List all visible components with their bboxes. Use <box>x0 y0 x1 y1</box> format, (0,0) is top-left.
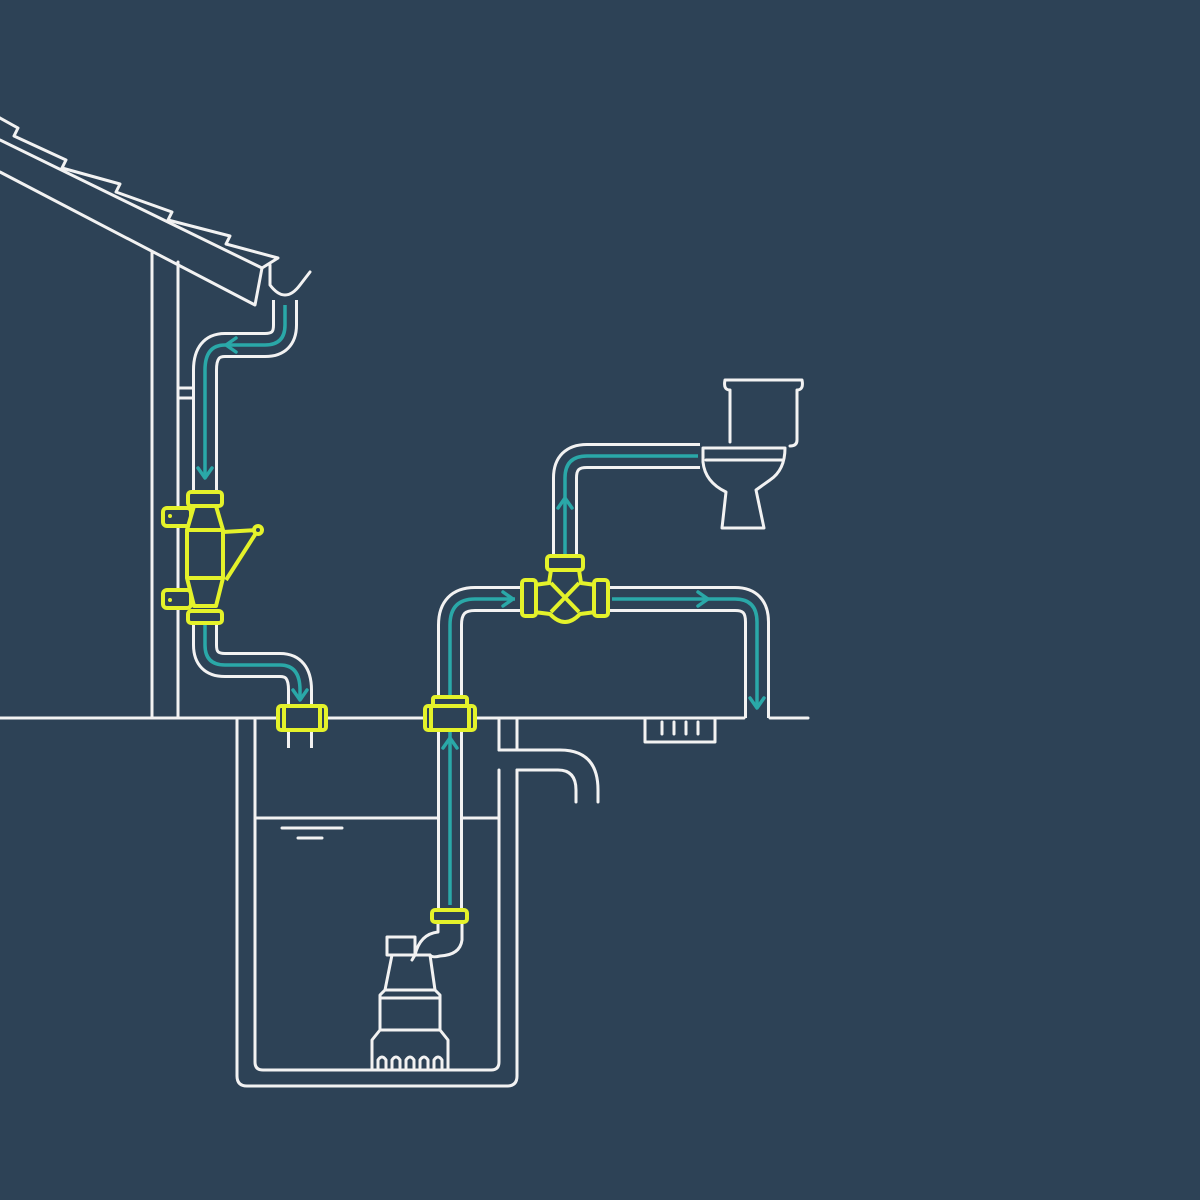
toilet-supply-pipe <box>552 443 702 562</box>
tank-overflow-pipe <box>497 748 600 804</box>
flow-arrow <box>291 688 309 702</box>
flow-arrow <box>556 496 574 510</box>
flow-arrow <box>196 466 214 480</box>
house-wall <box>150 250 194 720</box>
underground-tank <box>235 718 519 1088</box>
roof <box>0 116 280 307</box>
flow-arrow <box>696 590 710 608</box>
pipe-coupler <box>276 704 328 732</box>
garden-drain <box>643 716 717 744</box>
pump-riser-pipe <box>437 586 525 915</box>
downpipe <box>192 300 298 495</box>
pump-coupler <box>430 908 469 924</box>
downpipe-lower <box>192 615 313 748</box>
toilet <box>701 378 804 530</box>
flow-arrow <box>441 736 459 750</box>
flow-arrow <box>748 696 766 710</box>
downpipe-filter <box>161 490 264 625</box>
garden-pipe <box>605 586 770 720</box>
pipe-coupler <box>423 695 477 732</box>
gutter <box>268 263 312 297</box>
submersible-pump <box>370 920 464 1072</box>
flow-arrow <box>501 590 515 608</box>
flow-arrow <box>224 336 238 354</box>
three-way-valve <box>520 554 610 624</box>
